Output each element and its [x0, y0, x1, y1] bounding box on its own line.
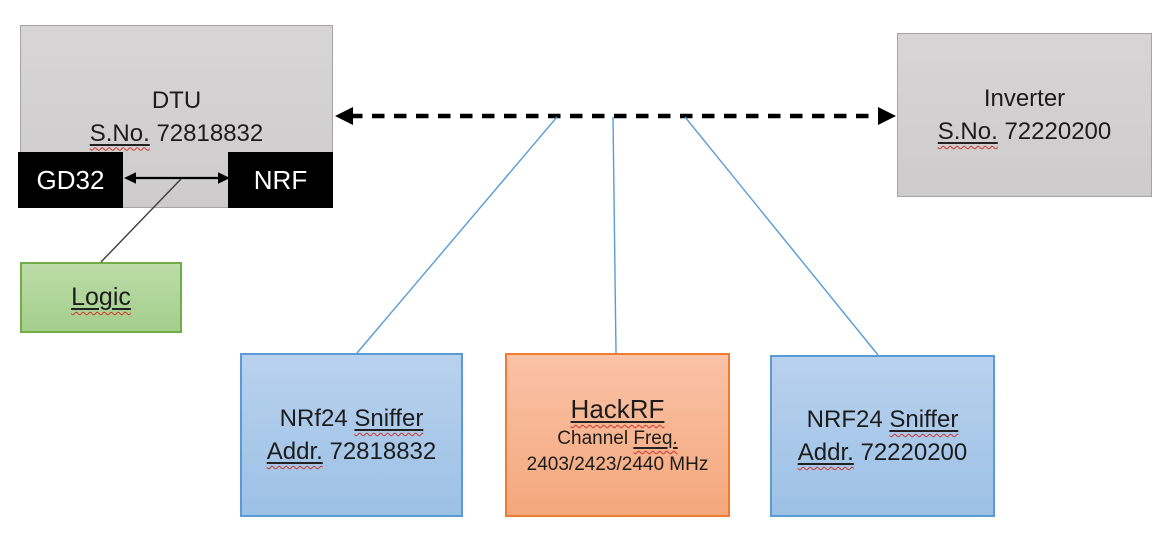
- sniffer-right-title-prefix: NRF24: [806, 406, 883, 433]
- logic-label-line: Logic: [71, 283, 131, 312]
- sniffer-left-addr-label: Addr.: [266, 438, 323, 465]
- sniffer-right-title-flagged: Sniffer: [889, 406, 959, 433]
- sniffer-left-addr-flag: Addr.: [267, 438, 323, 465]
- dtu-serial-line: S.No. 72818832: [90, 117, 263, 150]
- sniffer-left-addr-value: 72818832: [329, 438, 437, 465]
- dtu-serial-number: 72818832: [156, 119, 264, 147]
- hackrf-freq-label-line: Channel Freq.: [557, 426, 677, 452]
- sniffer-right-addr-flag: Addr.: [798, 439, 854, 466]
- sniffer-left-title-line: NRf24 Sniffer: [280, 402, 424, 435]
- sniffer-left-connector-line: [356, 116, 558, 354]
- inverter-serial-label-flag: S.No.: [938, 118, 998, 145]
- sniffer-left-title-flag: Sniffer: [354, 405, 423, 432]
- sniffer-left-title-flagged: Sniffer: [354, 405, 424, 432]
- gd32-chip: GD32: [18, 152, 123, 208]
- dashed-arrowhead-right-icon: [878, 107, 896, 125]
- inverter-title: Inverter: [983, 85, 1066, 112]
- dtu-serial-label-flag: S.No.: [90, 120, 150, 147]
- sniffer-right-title-line: NRF24 Sniffer: [807, 403, 959, 436]
- sniffer-right-box: NRF24 Sniffer Addr. 72220200: [770, 355, 995, 517]
- hackrf-freq-label-flagged: Freq.: [633, 428, 678, 449]
- hackrf-title-flag: HackRF: [571, 394, 665, 424]
- sniffer-right-title-flag: Sniffer: [889, 406, 958, 433]
- inverter-box: Inverter S.No. 72220200: [897, 33, 1152, 197]
- inverter-serial-label: S.No.: [937, 118, 998, 145]
- gd32-chip-label: GD32: [36, 164, 105, 195]
- hackrf-freq-label-flag: Freq.: [633, 428, 677, 449]
- logic-label: Logic: [71, 283, 131, 311]
- dashed-arrowhead-left-icon: [335, 107, 353, 125]
- sniffer-left-box: NRf24 Sniffer Addr. 72818832: [240, 353, 463, 517]
- hackrf-freq-label-prefix: Channel: [557, 428, 629, 449]
- hackrf-box: HackRF Channel Freq. 2403/2423/2440 MHz: [505, 353, 730, 517]
- sniffer-left-title-prefix: NRf24: [279, 405, 348, 432]
- hackrf-connector-line: [612, 116, 617, 354]
- nrf-chip-label: NRF: [253, 164, 308, 195]
- sniffer-right-addr-label: Addr.: [797, 439, 854, 466]
- hackrf-title-line: HackRF: [571, 392, 665, 426]
- dtu-title: DTU: [151, 86, 202, 114]
- logic-label-flag: Logic: [71, 283, 131, 311]
- inverter-serial-line: S.No. 72220200: [938, 115, 1111, 148]
- dtu-serial-label: S.No.: [89, 119, 150, 147]
- hackrf-frequencies: 2403/2423/2440 MHz: [526, 454, 709, 475]
- dtu-box: DTU S.No. 72818832 GD32 NRF: [18, 25, 333, 208]
- nrf-chip: NRF: [228, 152, 333, 208]
- sniffer-right-addr-value: 72220200: [860, 439, 968, 466]
- inverter-serial-number: 72220200: [1004, 118, 1112, 145]
- sniffer-right-addr-line: Addr. 72220200: [798, 436, 968, 469]
- sniffer-left-addr-line: Addr. 72818832: [267, 435, 437, 468]
- logic-box: Logic: [20, 262, 182, 333]
- hackrf-title: HackRF: [570, 394, 665, 424]
- sniffer-right-connector-line: [684, 116, 879, 356]
